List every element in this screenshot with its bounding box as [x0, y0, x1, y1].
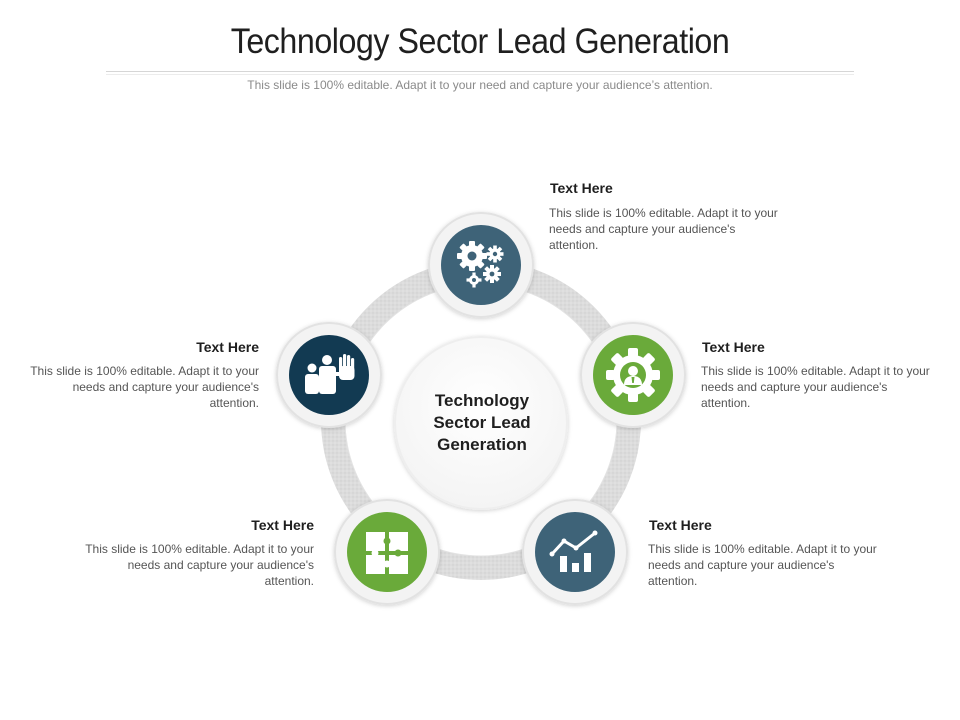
item-title-5: Text Here — [196, 339, 259, 355]
node-gear-person — [580, 322, 686, 428]
item-description-3: This slide is 100% editable. Adapt it to… — [648, 542, 877, 588]
item-title-2: Text Here — [702, 339, 765, 355]
gear-person-icon — [606, 348, 660, 402]
center-disc — [394, 336, 568, 510]
node-gears — [428, 212, 534, 318]
item-description-4: This slide is 100% editable. Adapt it to… — [85, 542, 314, 588]
node-puzzle — [334, 499, 440, 605]
center-label: Technology Sector Lead Generation — [433, 391, 531, 454]
node-growth-chart — [522, 499, 628, 605]
item-description-5: This slide is 100% editable. Adapt it to… — [30, 364, 259, 410]
title-divider-shadow — [106, 74, 854, 75]
item-title-4: Text Here — [251, 517, 314, 533]
page-subtitle: This slide is 100% editable. Adapt it to… — [247, 78, 713, 92]
node-stop-hand — [276, 322, 382, 428]
gears-icon — [457, 241, 504, 288]
page-title: Technology Sector Lead Generation — [230, 22, 730, 61]
stop-hand-person-icon — [305, 354, 355, 394]
growth-chart-icon — [549, 530, 598, 572]
item-description-1: This slide is 100% editable. Adapt it to… — [549, 206, 778, 252]
puzzle-icon — [366, 532, 408, 574]
item-title-1: Text Here — [550, 180, 613, 196]
title-divider — [106, 71, 854, 72]
item-description-2: This slide is 100% editable. Adapt it to… — [701, 364, 930, 410]
item-title-3: Text Here — [649, 517, 712, 533]
